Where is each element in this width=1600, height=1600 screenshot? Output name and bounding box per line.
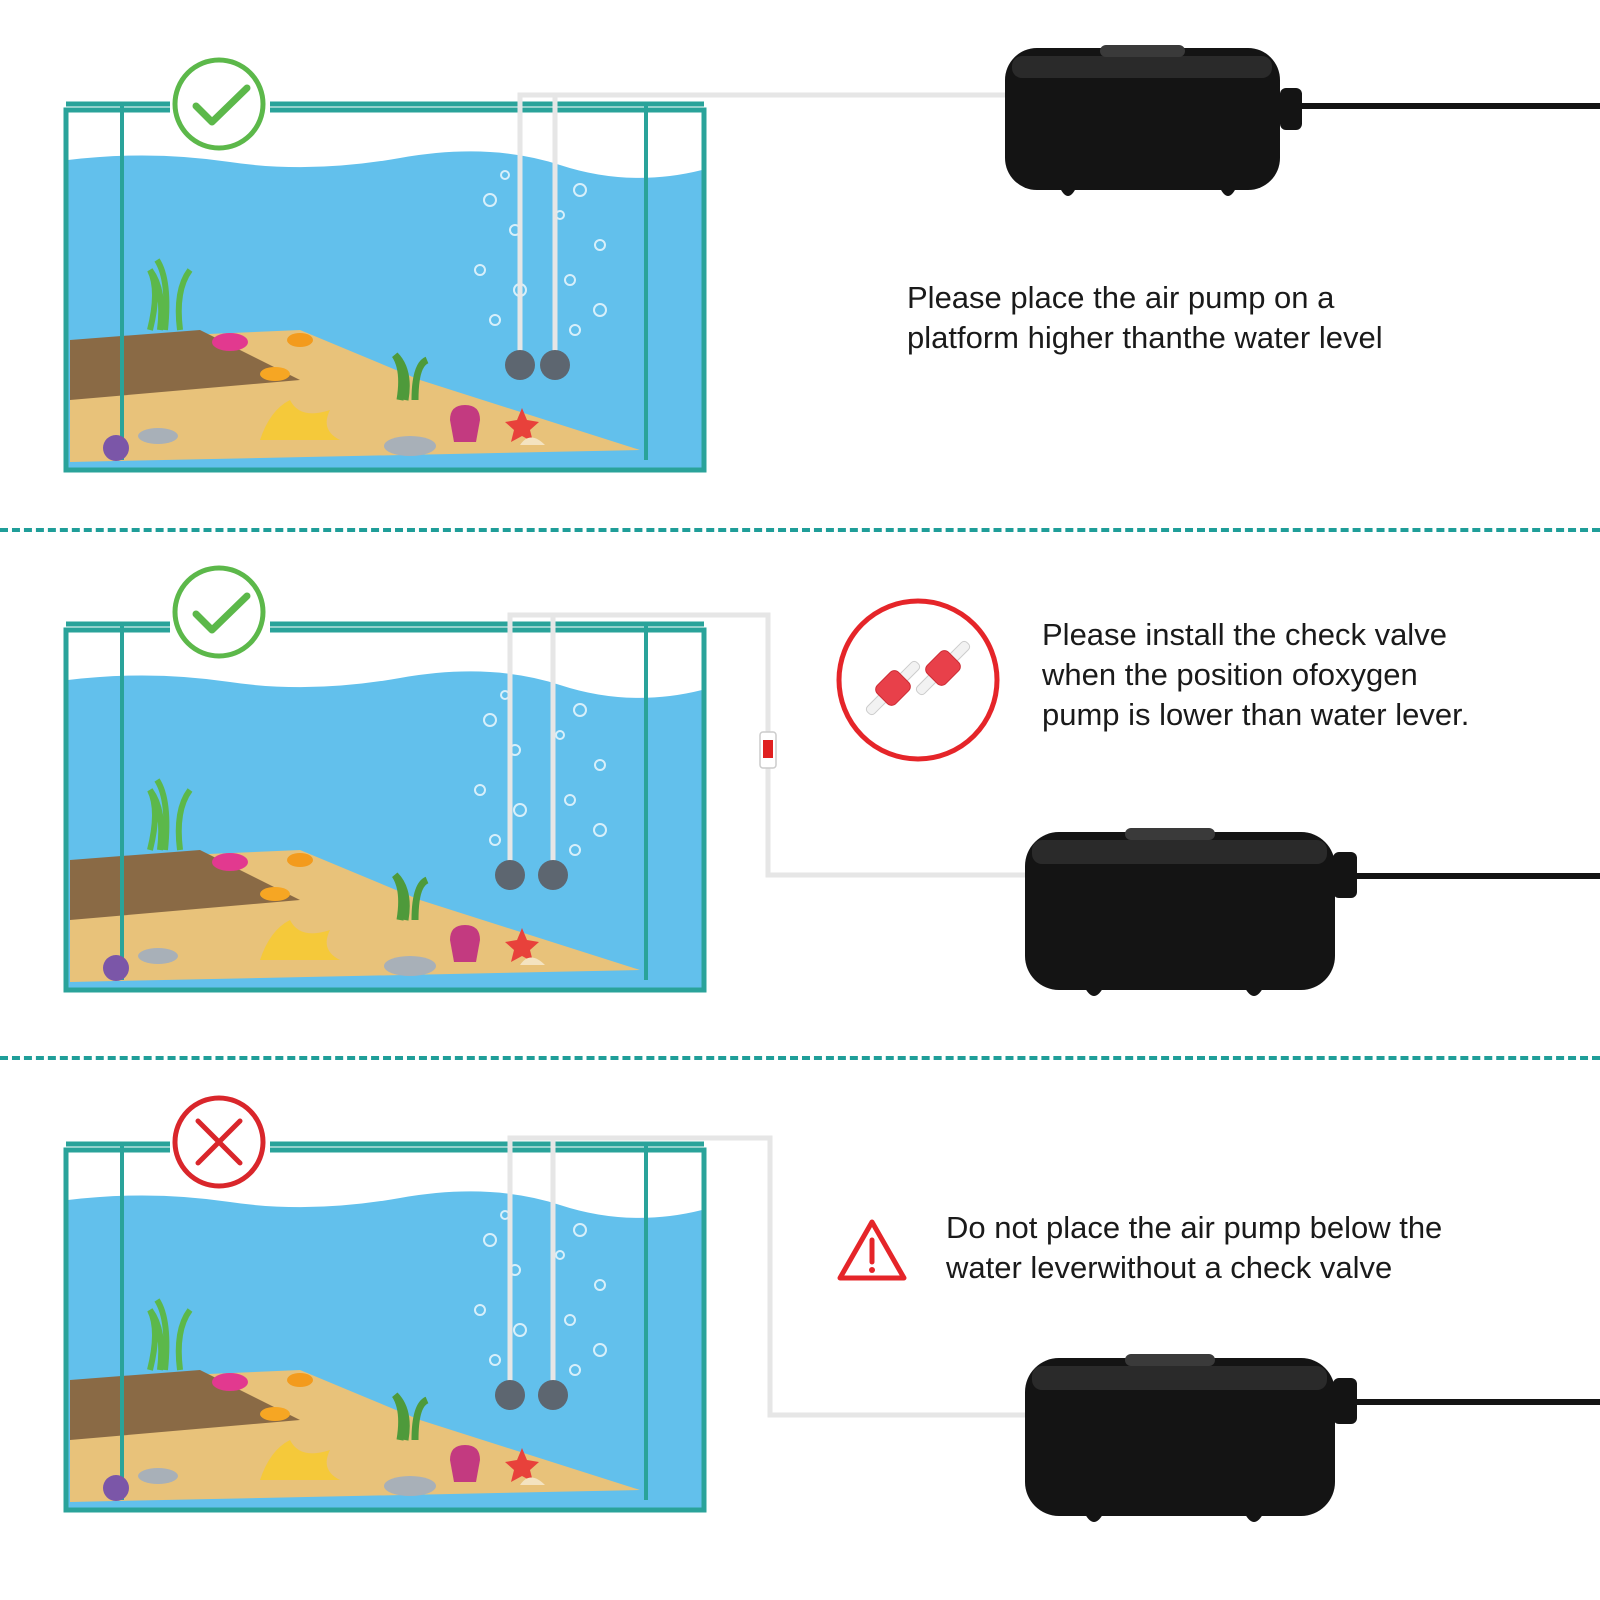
section-divider (0, 528, 1600, 532)
status-cross-icon (170, 1095, 270, 1192)
air-pump (1025, 1354, 1600, 1522)
air-pump (1025, 828, 1600, 996)
air-tubing (517, 92, 1005, 355)
section-pump-with-check-valve: Please install the check valve when the … (0, 520, 1600, 1040)
air-pump (1005, 45, 1600, 196)
tank-diagram-2 (63, 565, 1600, 996)
aquarium-decor (103, 258, 545, 461)
tank-diagram-3 (63, 1095, 1600, 1522)
tank-diagram-1 (63, 45, 1600, 473)
check-valve-icon (836, 598, 1000, 762)
section-pump-below-water-wrong: Do not place the air pump below the wate… (0, 1040, 1600, 1600)
instruction-caption: Please place the air pump on a platform … (907, 280, 1383, 355)
status-check-icon (170, 57, 270, 152)
aquarium-decor (103, 778, 545, 981)
air-stone (505, 350, 570, 380)
inline-check-valve (759, 731, 777, 769)
air-stone (495, 1380, 568, 1410)
section-pump-above-water: Please place the air pump on a platform … (0, 0, 1600, 520)
air-stone (495, 860, 568, 890)
status-check-icon (170, 565, 270, 672)
aquarium-tank (63, 621, 707, 993)
instruction-caption: Please install the check valve when the … (1042, 617, 1470, 732)
aquarium-decor (103, 1298, 545, 1501)
air-tubing (507, 612, 1025, 878)
bubble-column (474, 1210, 607, 1376)
section-divider (0, 1056, 1600, 1060)
aquarium-tank (63, 1141, 707, 1513)
air-tubing (507, 1135, 1025, 1418)
warning-triangle-icon (837, 1219, 907, 1281)
bubble-column (474, 690, 607, 856)
aquarium-tank (63, 101, 707, 473)
bubble-column (474, 170, 607, 336)
instruction-caption: Do not place the air pump below the wate… (946, 1210, 1443, 1285)
